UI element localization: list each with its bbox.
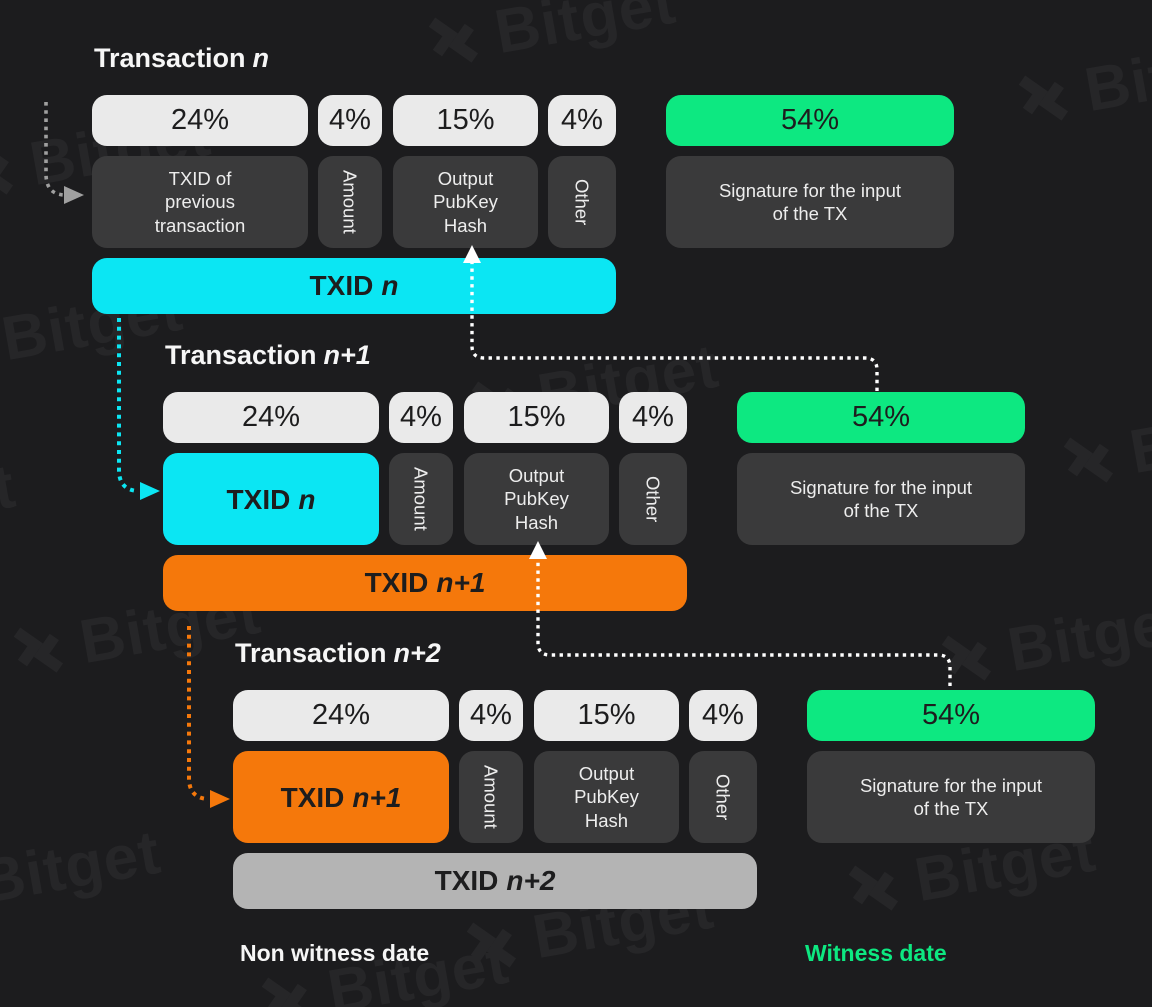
bitget-watermark: Bitget: [841, 815, 1101, 929]
bitget-watermark: Bitget: [6, 577, 266, 691]
percent-signature: 54%: [666, 95, 954, 146]
field-other: Other: [548, 156, 616, 248]
percent-signature: 54%: [807, 690, 1095, 741]
percent-txid-prev: 24%: [163, 392, 379, 443]
field-signature: Signature for the input of the TX: [666, 156, 954, 248]
field-amount: Amount: [459, 751, 523, 843]
percent-other: 4%: [548, 95, 616, 146]
percent-output: 15%: [534, 690, 679, 741]
bitget-logo-icon: [1018, 75, 1068, 121]
bitget-logo-icon: [466, 922, 516, 968]
watermark-text: Bitget: [1079, 25, 1152, 126]
field-signature: Signature for the input of the TX: [737, 453, 1025, 545]
bitget-watermark: Bitget: [0, 451, 21, 565]
bitget-watermark: Bitget: [0, 817, 166, 931]
legend-witness-data: Witness date: [805, 940, 947, 966]
bitget-logo-icon: [261, 977, 311, 1007]
txid-n-link-arrowhead: [140, 482, 160, 500]
watermark-text: Bitget: [0, 451, 21, 552]
percent-other: 4%: [689, 690, 757, 741]
percent-amount: 4%: [459, 690, 523, 741]
bitget-logo-icon: [0, 155, 13, 195]
field-other: Other: [619, 453, 687, 545]
bitget-watermark: Bitget: [459, 872, 719, 986]
field-other: Other: [689, 751, 757, 843]
field-amount: Amount: [318, 156, 382, 248]
percent-other: 4%: [619, 392, 687, 443]
percent-output: 15%: [464, 392, 609, 443]
bitget-watermark: Bitget: [421, 0, 681, 80]
field-output-pubkey-hash: Output PubKey Hash: [464, 453, 609, 545]
watermark-text: Bitget: [1124, 387, 1152, 488]
field-amount: Amount: [389, 453, 453, 545]
bitget-logo-icon: [1063, 437, 1113, 483]
percent-txid-prev: 24%: [233, 690, 449, 741]
field-output-pubkey-hash: Output PubKey Hash: [393, 156, 538, 248]
percent-amount: 4%: [389, 392, 453, 443]
watermark-text: Bitget: [0, 817, 166, 918]
percent-output: 15%: [393, 95, 538, 146]
field-signature: Signature for the input of the TX: [807, 751, 1095, 843]
field-output-pubkey-hash: Output PubKey Hash: [534, 751, 679, 843]
percent-signature: 54%: [737, 392, 1025, 443]
field-txid-previous: TXID of previous transaction: [92, 156, 308, 248]
percent-txid-prev: 24%: [92, 95, 308, 146]
bitget-watermark: Bitget: [1056, 387, 1152, 501]
bitget-logo-icon: [13, 627, 63, 673]
legend-non-witness-data: Non witness date: [240, 940, 430, 966]
bitget-logo-icon: [848, 865, 898, 911]
txid-n1-link-arrowhead: [210, 790, 230, 808]
bitget-logo-icon: [428, 17, 478, 63]
bitget-watermark: Bitget: [1011, 25, 1152, 139]
percent-amount: 4%: [318, 95, 382, 146]
bitget-watermark: Bitget: [0, 99, 216, 213]
